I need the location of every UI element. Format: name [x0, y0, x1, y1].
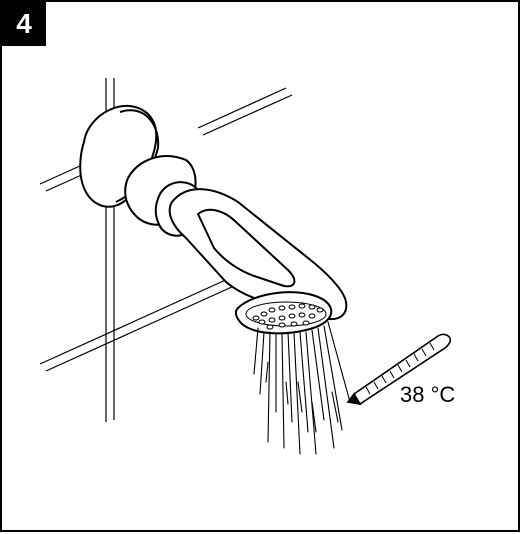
shower-head-icon — [79, 104, 348, 335]
thermometer-scale — [365, 342, 435, 395]
wall-tile-lines — [39, 78, 293, 422]
shower-face-inner — [245, 301, 327, 327]
tile-line-top-right — [197, 87, 287, 129]
water-spray-icon — [253, 321, 351, 455]
tile-line-top-left — [39, 164, 83, 185]
thermometer-tip — [346, 392, 362, 406]
step-number-badge: 4 — [2, 2, 46, 46]
tile-line-top-right-2 — [202, 94, 293, 136]
shower-nozzles — [252, 303, 324, 330]
tile-line-bottom-left-2 — [45, 285, 235, 372]
tile-line-top-left-2 — [45, 172, 87, 192]
tile-line-bottom-left — [39, 277, 231, 365]
thermometer-tube — [352, 333, 452, 406]
temperature-label: 38 °C — [400, 382, 456, 407]
thermometer-icon — [346, 333, 452, 406]
shower-body-highlight — [197, 208, 296, 288]
